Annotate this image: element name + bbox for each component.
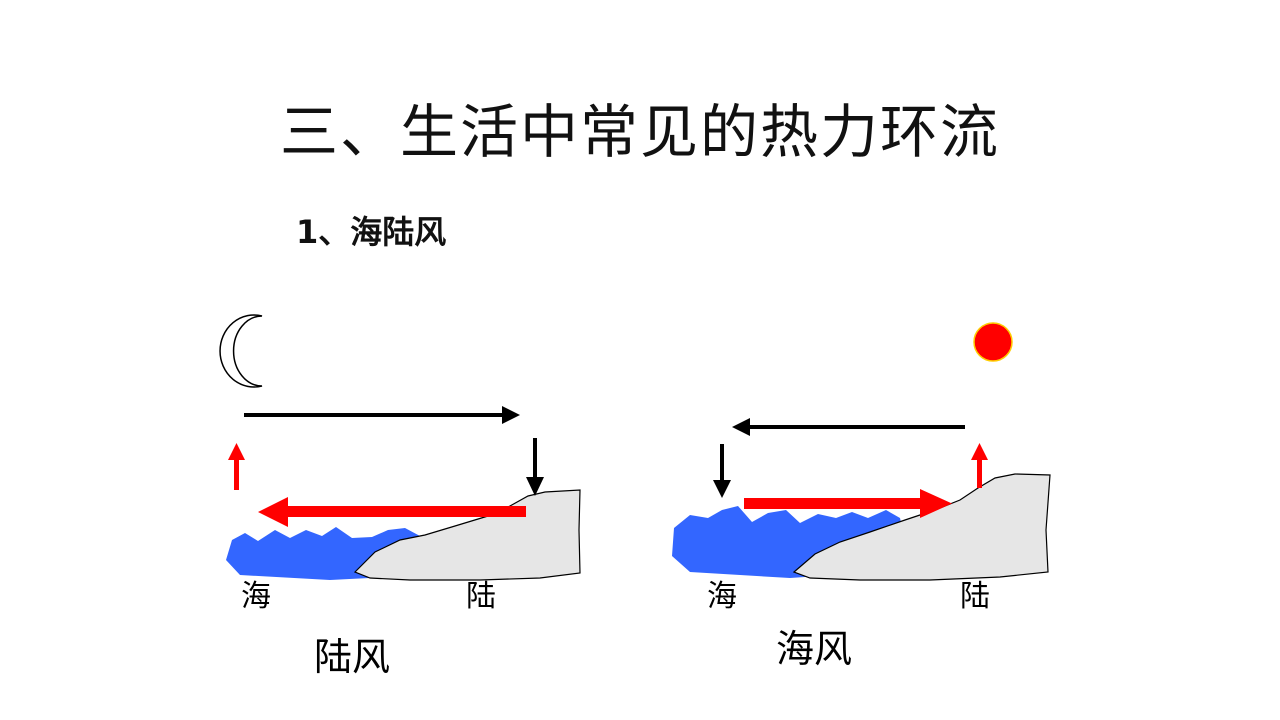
sea-breeze-diagram: 海 陆 海风	[672, 322, 1051, 671]
land-label: 陆	[960, 579, 990, 614]
sun-icon	[973, 322, 1013, 362]
upper-wind-arrow	[244, 406, 520, 424]
land-breeze-diagram: 海 陆 陆风	[219, 314, 581, 679]
diagram-caption: 陆风	[314, 635, 390, 679]
land-label: 陆	[466, 579, 496, 614]
surface-wind-arrow	[744, 489, 952, 518]
section-heading: 1、海陆风	[296, 213, 447, 251]
rising-air-arrow	[971, 443, 988, 488]
land-shape	[792, 473, 1051, 581]
slide-title: 三、生活中常见的热力环流	[279, 98, 1000, 166]
sea-label: 海	[707, 579, 737, 614]
surface-wind-arrow	[258, 497, 526, 527]
diagram-caption: 海风	[776, 627, 852, 671]
sea-label: 海	[241, 579, 271, 614]
moon-icon	[219, 314, 263, 388]
descending-air-arrow	[526, 438, 544, 496]
upper-wind-arrow	[732, 418, 965, 436]
descending-air-arrow	[713, 444, 731, 498]
rising-air-arrow	[228, 443, 245, 490]
